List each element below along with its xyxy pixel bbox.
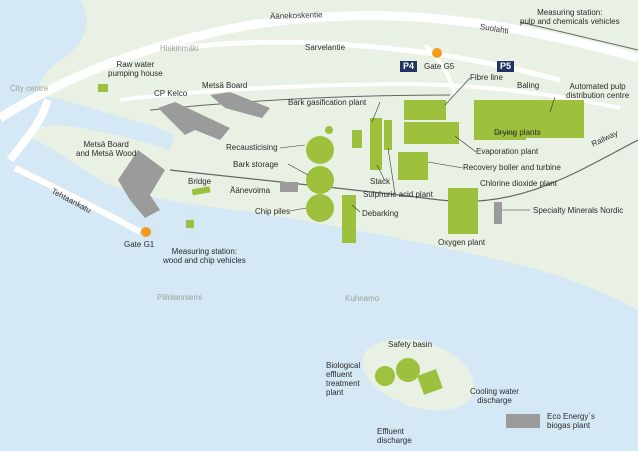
label-safety-basin: Safety basin — [388, 340, 433, 349]
label-metsa-board: Metsä Board — [202, 81, 248, 90]
road-gate5 — [423, 43, 457, 96]
label-baling: Baling — [517, 81, 540, 90]
fibre-line-building — [404, 100, 446, 120]
label-cp-kelco: CP Kelco — [154, 89, 188, 98]
leader-lines — [279, 77, 556, 213]
parking-p4-badge: P4 — [400, 61, 418, 72]
area-piilolanniemi: Piilolanniemi — [157, 293, 202, 302]
bark-storage-small — [325, 126, 333, 134]
railway-line — [169, 139, 638, 203]
drying-plants-building — [474, 100, 526, 140]
chlorine-dioxide-building — [448, 188, 478, 234]
label-fibre-line: Fibre line — [470, 73, 503, 82]
label-measuring-top: Measuring station: pulp and chemicals ve… — [520, 8, 620, 26]
label-automated-pulp: Automated pulp distribution centre — [566, 82, 630, 100]
aanevoima-building — [280, 182, 298, 192]
label-measuring-bottom: Measuring station: wood and chip vehicle… — [163, 247, 246, 265]
label-eco-energy: Eco Energy´s biogas plant — [547, 412, 596, 430]
road-label-sarvelantie: Sarvelantie — [305, 43, 346, 52]
label-oxygen: Oxygen plant — [438, 238, 486, 247]
gate-g5-marker — [432, 48, 442, 58]
gate-g1-marker — [141, 227, 151, 237]
railway-line-2 — [149, 94, 451, 111]
chip-pile-3 — [306, 194, 334, 222]
label-chip-piles: Chip piles — [255, 207, 291, 216]
eco-energy-building — [506, 414, 540, 428]
recausticising-building — [352, 130, 362, 148]
label-stack: Stack — [370, 177, 391, 186]
road-aanekoskentie — [0, 11, 638, 122]
bio-effluent-building — [417, 369, 443, 395]
gate-g1-label: Gate G1 — [124, 240, 155, 249]
road-tehtaankatu — [13, 165, 142, 235]
automated-pulp-building — [526, 100, 584, 138]
road-label-aanekoskentie: Äänekoskentie — [269, 10, 323, 21]
metsa-board-wood-building — [118, 150, 165, 218]
metsa-board-building — [210, 92, 270, 118]
sulphuric-acid-building — [384, 120, 392, 150]
area-kuhnamo: Kuhnamo — [345, 294, 380, 303]
label-sulphuric: Sulphuric acid plant — [363, 190, 433, 199]
stack-building — [370, 118, 382, 170]
bio-effluent-circle — [375, 366, 395, 386]
gate-g5-label: Gate G5 — [424, 62, 455, 71]
chip-pile-2 — [306, 166, 334, 194]
label-chlorine: Chlorine dioxide plant — [480, 179, 557, 188]
label-debarking: Debarking — [362, 209, 399, 218]
label-cooling-water: Cooling water discharge — [470, 387, 519, 405]
label-raw-water: Raw water pumping house — [108, 60, 163, 78]
label-specialty: Specialty Minerals Nordic — [533, 206, 624, 215]
raw-water-building — [98, 84, 108, 92]
parking-p5-badge: P5 — [497, 61, 515, 72]
cp-kelco-building — [158, 102, 230, 140]
track-top — [519, 21, 638, 51]
area-city-centre: City centre — [10, 84, 49, 93]
safety-basin — [396, 358, 420, 382]
label-effluent-discharge: Effluent discharge — [377, 427, 412, 445]
label-drying-plants: Drying plants — [494, 128, 541, 137]
road-loop — [6, 98, 52, 163]
label-recovery-boiler: Recovery boiler and turbine — [463, 163, 561, 172]
label-metsa-board-wood: Metsä Board and Metsä Wood — [76, 140, 137, 158]
area-hiskinmaki: Hiskinmäki — [160, 44, 199, 53]
chip-pile-1 — [306, 136, 334, 164]
bridge-structure — [191, 186, 211, 196]
recovery-boiler-building — [398, 152, 428, 180]
measuring-station-bottom-building — [186, 220, 194, 228]
label-bark-storage: Bark storage — [233, 160, 279, 169]
label-aanevoima: Äänevoima — [230, 186, 271, 195]
road-site — [119, 81, 621, 110]
label-evaporation: Evaporation plant — [476, 147, 539, 156]
evaporation-building — [404, 122, 459, 144]
label-bridge: Bridge — [188, 177, 212, 186]
specialty-minerals-building — [494, 202, 502, 224]
label-recausticising: Recausticising — [226, 143, 278, 152]
label-bio-effluent: Biological effluent treatment plant — [326, 361, 361, 397]
debarking-building — [342, 195, 356, 243]
label-bark-gasification: Bark gasification plant — [288, 98, 367, 107]
